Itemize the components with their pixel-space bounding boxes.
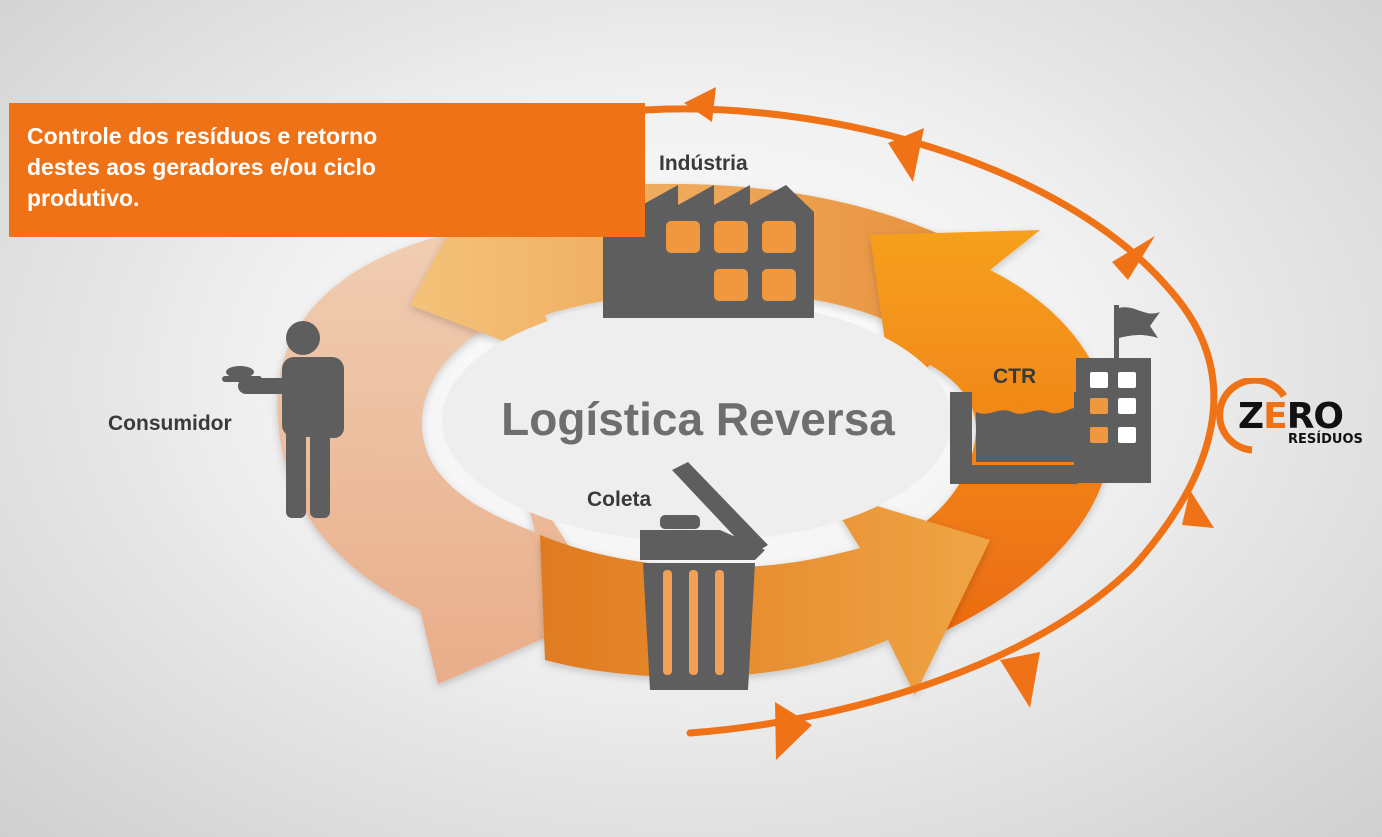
banner-text: Controle dos resíduos e retorno destes a… bbox=[27, 123, 378, 211]
trash-can-icon bbox=[640, 462, 768, 690]
loop-arrowhead bbox=[1112, 236, 1155, 280]
factory-icon bbox=[603, 127, 814, 318]
loop-arrowhead bbox=[888, 128, 924, 182]
ctr-building-icon bbox=[950, 305, 1160, 484]
loop-arrowhead bbox=[775, 702, 812, 760]
diagram-title: Logística Reversa bbox=[501, 393, 895, 445]
loop-arrowhead bbox=[1182, 490, 1214, 528]
zero-residuos-logo: ZERO RESÍDUOS bbox=[1214, 378, 1364, 458]
info-banner: Controle dos resíduos e retorno destes a… bbox=[9, 103, 645, 237]
loop-arrowhead bbox=[1000, 652, 1040, 708]
arrow-left-segment bbox=[277, 232, 610, 684]
loop-arrowhead bbox=[684, 87, 716, 122]
logo-residuos-text: RESÍDUOS bbox=[1288, 432, 1363, 447]
label-industria: Indústria bbox=[659, 152, 748, 175]
person-icon bbox=[222, 321, 344, 518]
label-coleta: Coleta bbox=[587, 488, 652, 511]
logo-zero-text: ZERO bbox=[1238, 396, 1344, 437]
label-consumidor: Consumidor bbox=[108, 412, 232, 435]
logo-ring-icon bbox=[1216, 378, 1287, 454]
center-ellipse bbox=[442, 298, 952, 542]
label-ctr: CTR bbox=[993, 365, 1037, 388]
